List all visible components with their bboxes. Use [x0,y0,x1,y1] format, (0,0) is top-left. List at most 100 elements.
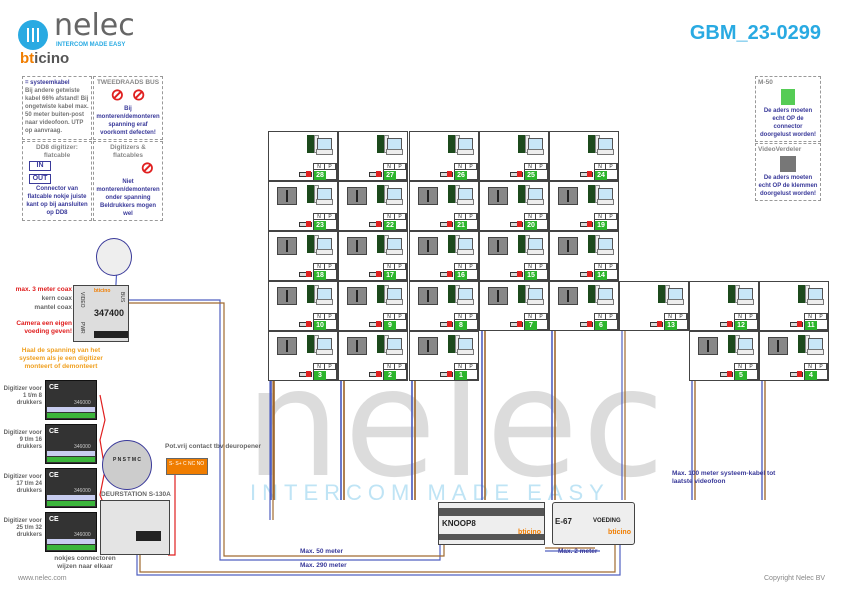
apartment-number: 21 [455,221,467,230]
doorbell-button[interactable] [790,321,803,327]
m50-connector-icon [518,135,525,153]
apartment-number: 16 [455,271,467,280]
videophone-monitor-icon [597,238,614,255]
button-terminals [47,451,95,456]
apartment-number: 12 [735,321,747,330]
p-header: P [816,314,827,320]
n-header: N [384,164,395,170]
out-label: OUT [29,174,51,184]
doorbell-button[interactable] [510,271,523,277]
note-text: Connector van flatcable nokje juiste kan… [26,186,88,216]
n-header: N [525,314,536,320]
m50-connector-icon [377,285,384,303]
doorbell-button[interactable] [299,271,312,277]
doorbell-button[interactable] [650,321,663,327]
doorbell-button[interactable] [790,371,803,377]
kern-label: kern coax [41,295,72,302]
e67-power-supply: E-67 VOEDING bticino [552,502,635,545]
n-header: N [384,264,395,270]
doorbell-button[interactable] [299,321,312,327]
doorbell-button[interactable] [369,271,382,277]
m50-connector-icon [728,285,735,303]
note-text: Bij andere getwiste kabel 66% afstand! B… [25,88,89,134]
video-distributor-icon [698,337,718,355]
doorbell-button[interactable] [299,171,312,177]
doorbell-button[interactable] [369,171,382,177]
doorbell-button[interactable] [299,371,312,377]
doorbell-button[interactable] [510,221,523,227]
nelec-logo-icon [18,20,48,50]
doorbell-button[interactable] [510,321,523,327]
n-header: N [805,314,816,320]
m50-connector-icon [307,235,314,253]
p-header: P [325,364,336,370]
m50-connector-icon [588,285,595,303]
note-title: TWEEDRAADS BUS [96,79,160,86]
doorbell-button[interactable] [440,221,453,227]
apartment-number: 17 [384,271,396,280]
doorbell-button[interactable] [510,171,523,177]
doorbell-button[interactable] [299,221,312,227]
m50-connector-icon [518,235,525,253]
n-header: N [455,314,466,320]
n-header: N [525,214,536,220]
doorbell-button[interactable] [369,371,382,377]
knoop8: KNOOP8 bticino [438,502,545,545]
m50-connector-icon [518,185,525,203]
doorbell-button[interactable] [369,221,382,227]
doorbell-button[interactable] [580,321,593,327]
digitizer-id: 346000 [74,532,91,538]
distributor-icon [780,156,796,172]
video-distributor-icon [418,237,438,255]
video-distributor-icon [558,287,578,305]
p-header: P [466,364,477,370]
apartment-number: 15 [525,271,537,280]
note-title: DD8 digitizer: flatcable [36,144,78,159]
no-plug-icons: ⊘⊘ [96,87,160,105]
footer-url[interactable]: www.nelec.com [18,575,67,582]
doorbell-button[interactable] [440,371,453,377]
e67-brand: bticino [608,529,631,536]
apartment-number: 20 [525,221,537,230]
m50-connector-icon [658,285,665,303]
digitizer-id: 346000 [74,444,91,450]
apartment-number: 13 [665,321,677,330]
m50-connector-icon [377,135,384,153]
doorbell-button[interactable] [720,321,733,327]
n-header: N [314,264,325,270]
n-header: N [735,314,746,320]
prohibited-icon: ⊘ [110,87,124,104]
doorbell-button[interactable] [580,271,593,277]
note-title: Digitizers & flatcables [110,144,146,159]
video-distributor-icon [277,187,297,205]
video-distributor-icon [418,187,438,205]
p-header: P [536,214,547,220]
doorbell-button[interactable] [440,321,453,327]
n-header: N [525,164,536,170]
doorbell-button[interactable] [580,221,593,227]
terminal-labels: P N S T M C [113,457,141,463]
terminal-block [136,531,161,541]
doorbell-button[interactable] [440,271,453,277]
p-header: P [325,264,336,270]
doorbell-button[interactable] [720,371,733,377]
doorbell-button[interactable] [440,171,453,177]
m50-connector-icon [728,335,735,353]
doorbell-button[interactable] [580,171,593,177]
video-distributor-icon [418,287,438,305]
doorbell-button[interactable] [369,321,382,327]
